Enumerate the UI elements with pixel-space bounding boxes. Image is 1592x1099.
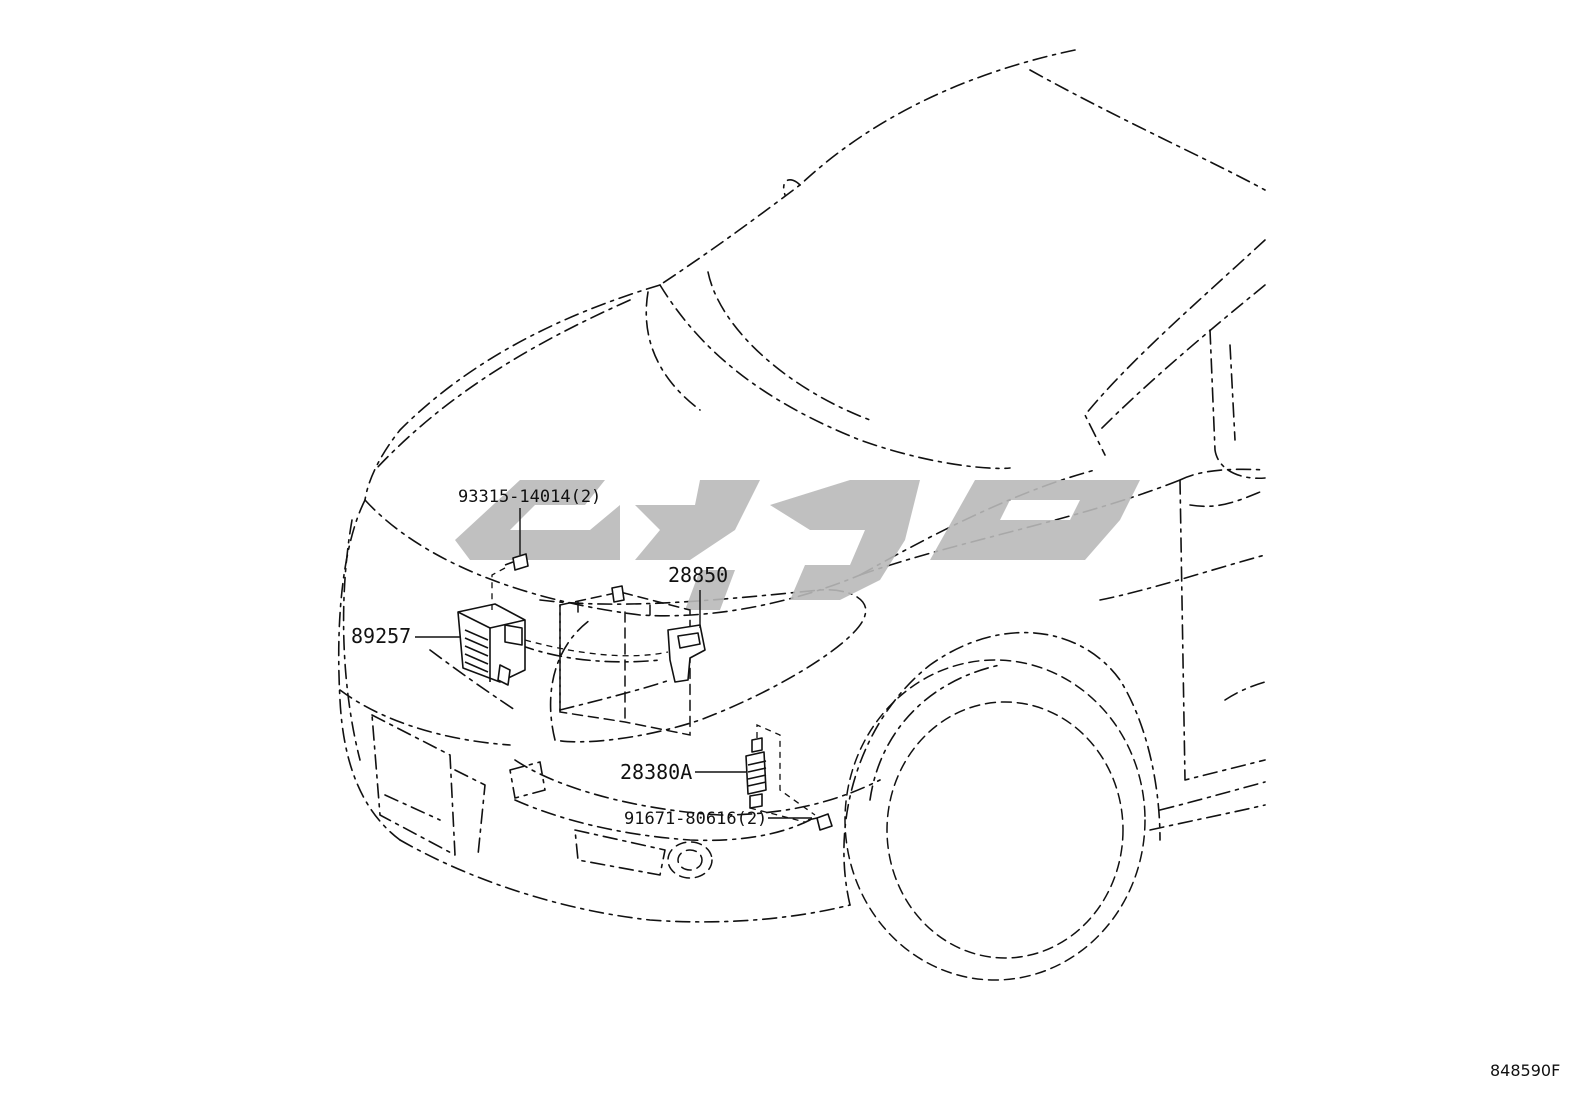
assembly-guides <box>491 567 816 823</box>
reference-code: 848590F <box>1490 1061 1560 1080</box>
callout-89257[interactable]: 89257 <box>351 624 411 648</box>
battery-outline <box>559 591 691 736</box>
callout-leaders <box>415 508 812 819</box>
watermark-logo <box>455 480 1140 610</box>
callout-labels: 93315-14014(2) 28850 89257 28380A 91671-… <box>351 487 767 829</box>
sensor-28850[interactable] <box>611 585 706 683</box>
horn-28380A[interactable] <box>745 737 767 809</box>
controller-89257[interactable] <box>457 603 526 686</box>
bolt-93315[interactable] <box>504 553 529 571</box>
bolt-91671[interactable] <box>807 813 833 831</box>
callout-28850[interactable]: 28850 <box>668 563 728 587</box>
controller-fins <box>464 629 489 673</box>
callout-93315[interactable]: 93315-14014(2) <box>458 487 601 507</box>
callout-28380A[interactable]: 28380A <box>620 760 692 784</box>
callout-91671[interactable]: 91671-80616(2) <box>624 809 767 829</box>
